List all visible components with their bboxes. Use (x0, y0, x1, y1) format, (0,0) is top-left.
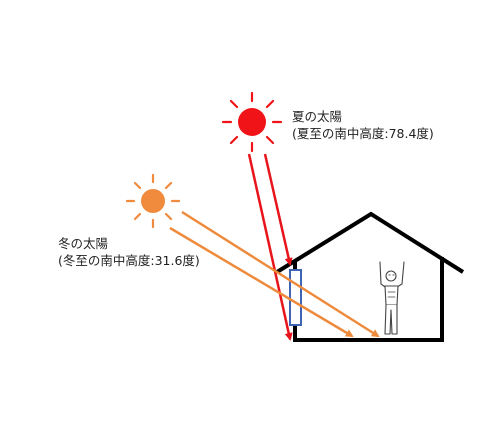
summer-sun-title: 夏の太陽 (292, 109, 343, 124)
winter-rays (169, 210, 380, 338)
winter-ray-lower (169, 226, 354, 338)
person-arms-raised-icon (379, 261, 405, 335)
winter-sun-title: 冬の太陽 (58, 236, 109, 251)
summer-sun-icon (221, 91, 283, 153)
house-icon (275, 211, 465, 342)
winter-sun-label: 冬の太陽 (冬至の南中高度:31.6度) (58, 235, 200, 269)
summer-altitude-note: (夏至の南中高度:78.4度) (292, 126, 434, 141)
winter-ray-upper (181, 210, 380, 338)
summer-sun-label: 夏の太陽 (夏至の南中高度:78.4度) (292, 108, 434, 142)
house-roof (275, 211, 465, 274)
summer-ray-roof (263, 153, 293, 266)
winter-altitude-note: (冬至の南中高度:31.6度) (58, 253, 200, 268)
winter-sun-icon (125, 173, 181, 229)
summer-rays (247, 153, 293, 341)
window-icon (289, 269, 302, 326)
summer-ray-floor (247, 153, 293, 341)
